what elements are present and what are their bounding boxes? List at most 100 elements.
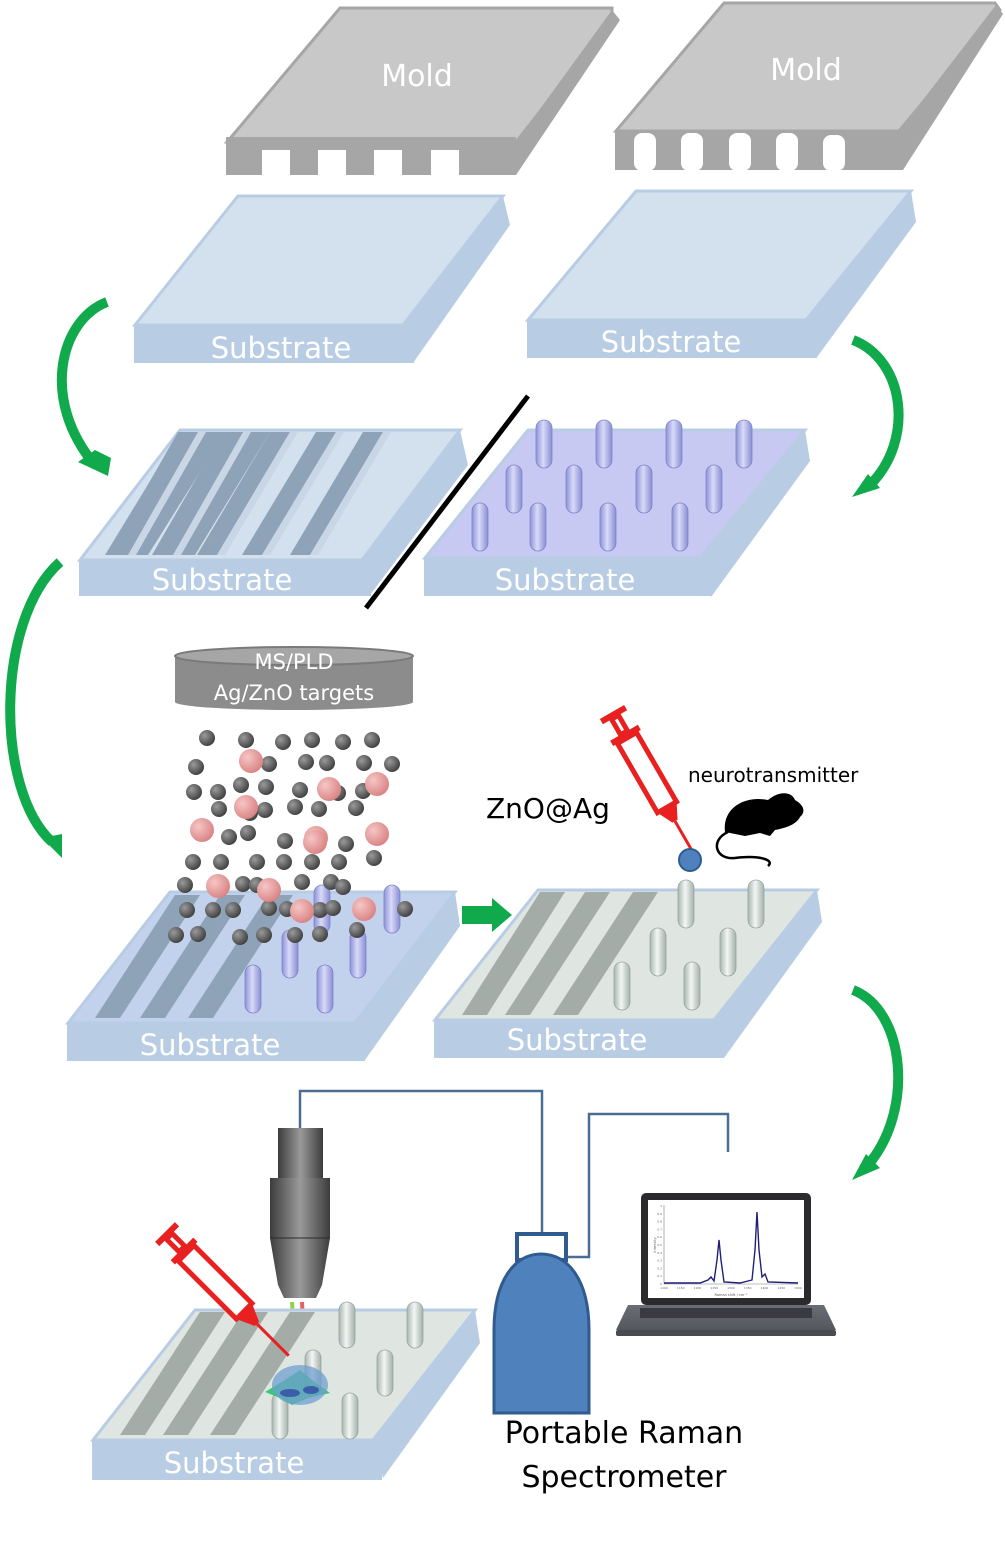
chart-ytick: 0.5 [657, 1243, 662, 1247]
chart-xtick: 1150 [677, 1286, 685, 1290]
arrow-curved-left-1 [56, 297, 111, 476]
zno-particle [304, 854, 320, 870]
zno-particle [298, 754, 314, 770]
ag-particle [239, 749, 263, 773]
coated-nanorod [747, 879, 765, 929]
zno-particle [275, 734, 291, 750]
ag-particle [234, 795, 258, 819]
zno-particle [177, 877, 193, 893]
zno-particle [240, 825, 256, 841]
chart-xtick: 1250 [710, 1286, 718, 1290]
zno-particle [238, 732, 254, 748]
nanorod [665, 419, 683, 469]
substrate-nanorods-label: Substrate [495, 563, 636, 597]
zno-particle [312, 926, 328, 942]
nanorod [529, 502, 547, 552]
zno-particle [179, 902, 195, 918]
zno-particle [225, 902, 241, 918]
nanorod [316, 964, 334, 1014]
zno-particle [233, 777, 249, 793]
zno-particle [323, 874, 339, 890]
nanorod [505, 464, 523, 514]
zno-particle [312, 902, 328, 918]
zno-particle [232, 929, 248, 945]
coated-nanorod [338, 1301, 356, 1349]
zno-ag-label: ZnO@Ag [486, 792, 610, 825]
substrate-flat-left-label: Substrate [211, 331, 352, 365]
zno-particle [185, 854, 201, 870]
substrate-detection-label: Substrate [164, 1446, 305, 1480]
zno-particle [335, 734, 351, 750]
nanorod [635, 464, 653, 514]
nanorod [565, 464, 583, 514]
chart-xlabel: Raman shift / cm⁻¹ [715, 1293, 749, 1297]
zno-particle [294, 874, 310, 890]
syringe-icon-2 [155, 1222, 290, 1357]
substrate-flat-left: Substrate [131, 194, 510, 365]
substrate-coated-label: Substrate [507, 1023, 648, 1057]
fiber-cables [298, 1089, 730, 1259]
nanorod [735, 419, 753, 469]
zno-particle [186, 784, 202, 800]
droplet-icon [678, 848, 702, 872]
zno-particle [277, 833, 293, 849]
nanorod [535, 419, 553, 469]
chart-ytick: 0.4 [657, 1251, 662, 1255]
chart-ytick: 0.2 [657, 1266, 662, 1270]
chart-ytick: 0.9 [657, 1212, 662, 1216]
chart-ytick: 0.1 [657, 1274, 662, 1278]
coated-nanorod [719, 927, 737, 977]
zno-particle [261, 756, 277, 772]
mold-right-label: Mold [770, 53, 842, 88]
ag-particle [290, 899, 314, 923]
zno-particle [199, 730, 215, 746]
chart-xtick: 1300 [727, 1286, 735, 1290]
zno-particle [249, 854, 265, 870]
chart-xtick: 1500 [794, 1286, 802, 1290]
chart-xtick: 1450 [777, 1286, 785, 1290]
syringe-icon [599, 705, 694, 852]
chart-ytick: 1 [660, 1204, 662, 1208]
chart-xtick: 1400 [761, 1286, 769, 1290]
divider-line [364, 394, 530, 610]
zno-particle [287, 927, 303, 943]
substrate-grooved: Substrate [76, 428, 468, 597]
ag-particle [317, 777, 341, 801]
zno-particle [338, 836, 354, 852]
zno-particle [311, 801, 327, 817]
sputter-target: MS/PLD Ag/ZnO targets [174, 646, 414, 710]
coated-nanorod [677, 879, 695, 929]
substrate-detection: Substrate [89, 1301, 480, 1480]
arrow-curved-left-2 [5, 558, 64, 858]
substrate-flat-right: Substrate [524, 189, 916, 359]
mold-right: Mold [612, 1, 1003, 171]
chart-ytick: 0.3 [657, 1259, 662, 1263]
zno-particle [276, 854, 292, 870]
zno-particle [168, 927, 184, 943]
ag-particle [257, 878, 281, 902]
ag-particle [352, 897, 376, 921]
zno-particle [397, 901, 413, 917]
neurotransmitter-label: neurotransmitter [688, 763, 859, 787]
nanorod [471, 502, 489, 552]
zno-particle [210, 784, 226, 800]
zno-particle [190, 926, 206, 942]
zno-particle [211, 801, 227, 817]
zno-particle [331, 854, 347, 870]
target-label-line2: Ag/ZnO targets [214, 681, 374, 705]
chart-xtick: 1350 [744, 1286, 752, 1290]
zno-particle [287, 799, 303, 815]
chart-ytick: 0.7 [657, 1227, 662, 1231]
chart-xtick: 1200 [694, 1286, 702, 1290]
coated-nanorod [613, 961, 631, 1011]
coated-nanorod [376, 1349, 394, 1397]
zno-particle [188, 759, 204, 775]
zno-particle [292, 782, 308, 798]
zno-particle [256, 927, 272, 943]
ag-particle [365, 772, 389, 796]
zno-particle [304, 732, 320, 748]
chart-ytick: 0 [660, 1282, 662, 1286]
zno-particle [356, 755, 372, 771]
